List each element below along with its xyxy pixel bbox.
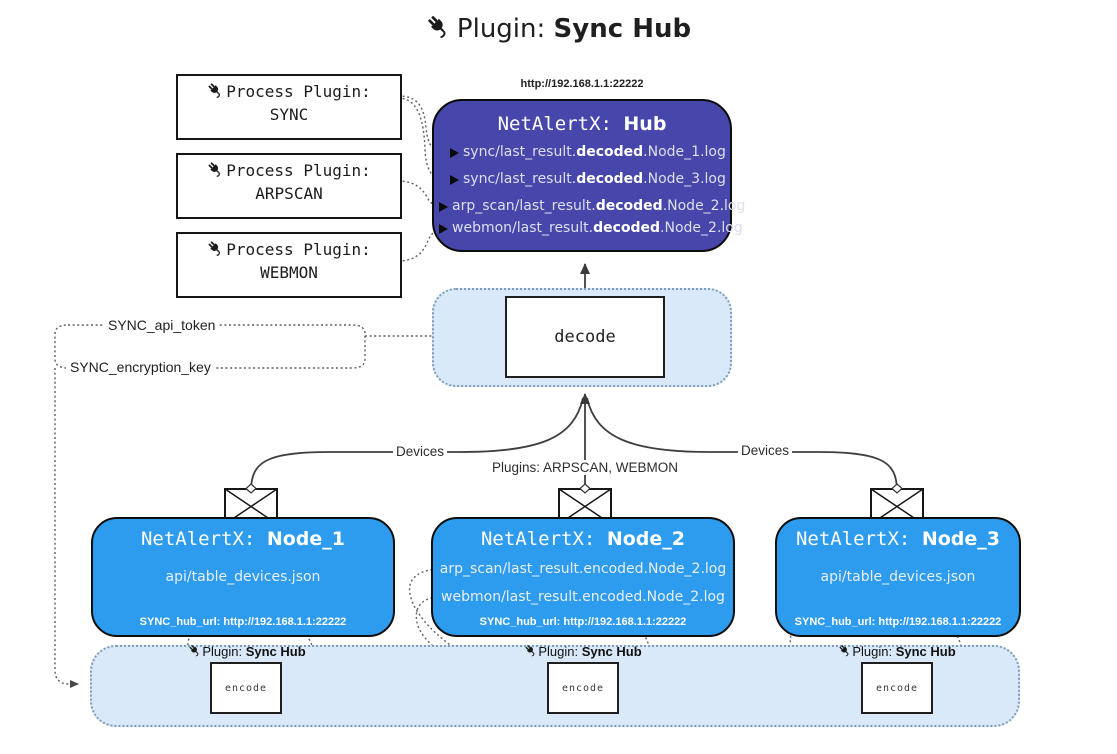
node-1-box: NetAlertX: Node_1 api/table_devices.json…: [91, 517, 395, 637]
node-title: NetAlertX: Node_3: [777, 528, 1019, 551]
log-bold: decoded: [595, 198, 663, 214]
log-pre: arp_scan/last_result.: [452, 198, 596, 214]
node-2-box: NetAlertX: Node_2 arp_scan/last_result.e…: [431, 517, 735, 637]
hub-title-name: Hub: [623, 113, 667, 135]
log-post: .Node_2.log: [660, 220, 743, 236]
node-title-name: Node_3: [921, 528, 1000, 550]
plug-icon: [207, 82, 225, 100]
page-title: Plugin: Sync Hub: [0, 14, 1117, 44]
encoder-label-prefix: Plugin:: [202, 644, 246, 659]
hub-log-line: sync/last_result.decoded.Node_3.log: [450, 172, 726, 187]
node-hub-url: SYNC_hub_url: http://192.168.1.1:22222: [139, 616, 347, 628]
hub-title: NetAlertX: Hub: [434, 113, 730, 136]
encode-box-1: encode: [210, 662, 282, 714]
encoder-label-name: Sync Hub: [581, 644, 642, 659]
node-title-prefix: NetAlertX:: [795, 528, 922, 550]
encoder-plugin-label: Plugin: Sync Hub: [188, 644, 306, 659]
log-pre: sync/last_result.: [463, 144, 577, 160]
log-post: .Node_2.log: [662, 198, 746, 214]
encoder-label-name: Sync Hub: [895, 644, 956, 659]
log-bold: decoded: [593, 220, 661, 236]
plug-icon: [188, 644, 202, 658]
hub-title-prefix: NetAlertX:: [497, 113, 624, 135]
process-plugin-label: Process Plugin:: [226, 82, 371, 101]
hub-log-line: arp_scan/last_result.decoded.Node_2.log: [439, 199, 745, 214]
encode-box-2: encode: [547, 662, 619, 714]
plug-icon: [838, 644, 852, 658]
node-title-prefix: NetAlertX:: [140, 528, 267, 550]
node-hub-url: SYNC_hub_url: http://192.168.1.1:22222: [794, 616, 1002, 628]
plugins-label: Plugins: ARPSCAN, WEBMON: [488, 460, 682, 475]
node-title: NetAlertX: Node_2: [433, 528, 733, 551]
plug-icon: [426, 14, 453, 41]
hub-log-line: webmon/last_result.decoded.Node_2.log: [439, 221, 743, 236]
process-plugin-name: WEBMON: [260, 263, 318, 282]
process-plugin-sync: Process Plugin: SYNC: [176, 74, 402, 140]
process-plugin-label: Process Plugin:: [226, 161, 371, 180]
encode-box-3: encode: [861, 662, 933, 714]
node-title: NetAlertX: Node_1: [93, 528, 393, 551]
page-title-prefix: Plugin:: [456, 14, 546, 44]
log-post: .Node_3.log: [643, 171, 726, 187]
node-title-name: Node_2: [606, 528, 685, 550]
encoder-label-prefix: Plugin:: [852, 644, 896, 659]
edge-settings-to-band: [54, 368, 79, 688]
node-3-box: NetAlertX: Node_3 api/table_devices.json…: [775, 517, 1021, 637]
process-plugin-name: SYNC: [269, 105, 309, 124]
hub-box: NetAlertX: Hub sync/last_result.decoded.…: [432, 99, 745, 252]
plug-icon: [524, 644, 538, 658]
node-file-line: api/table_devices.json: [820, 569, 976, 585]
page-title-name: Sync Hub: [553, 14, 692, 44]
node-title-name: Node_1: [266, 528, 345, 550]
log-pre: webmon/last_result.: [452, 220, 594, 236]
sync-api-token-label: SYNC_api_token: [104, 317, 220, 333]
sync-encryption-key-label: SYNC_encryption_key: [66, 359, 215, 375]
encoder-plugin-label: Plugin: Sync Hub: [524, 644, 642, 659]
log-pre: sync/last_result.: [463, 171, 577, 187]
devices-label-left: Devices: [392, 444, 448, 459]
node-file-line: webmon/last_result.encoded.Node_2.log: [441, 589, 725, 605]
plug-icon: [207, 240, 225, 258]
encoder-label-name: Sync Hub: [245, 644, 306, 659]
hub-log-line: sync/last_result.decoded.Node_1.log: [450, 145, 726, 160]
log-bold: decoded: [576, 144, 644, 160]
node-file-line: arp_scan/last_result.encoded.Node_2.log: [439, 561, 727, 577]
plug-icon: [207, 161, 225, 179]
process-plugin-name: ARPSCAN: [255, 184, 323, 203]
node-title-prefix: NetAlertX:: [480, 528, 607, 550]
process-plugin-arpscan: Process Plugin: ARPSCAN: [176, 153, 402, 219]
process-plugin-webmon: Process Plugin: WEBMON: [176, 232, 402, 298]
decode-box: decode: [505, 296, 665, 378]
log-post: .Node_1.log: [643, 144, 726, 160]
encoder-plugin-label: Plugin: Sync Hub: [838, 644, 956, 659]
devices-label-right: Devices: [737, 443, 793, 458]
encoder-label-prefix: Plugin:: [538, 644, 582, 659]
node-file-line: api/table_devices.json: [165, 569, 321, 585]
process-plugin-label: Process Plugin:: [226, 240, 371, 259]
log-bold: decoded: [576, 171, 644, 187]
node-hub-url: SYNC_hub_url: http://192.168.1.1:22222: [479, 616, 687, 628]
hub-url: http://192.168.1.1:22222: [520, 78, 644, 90]
